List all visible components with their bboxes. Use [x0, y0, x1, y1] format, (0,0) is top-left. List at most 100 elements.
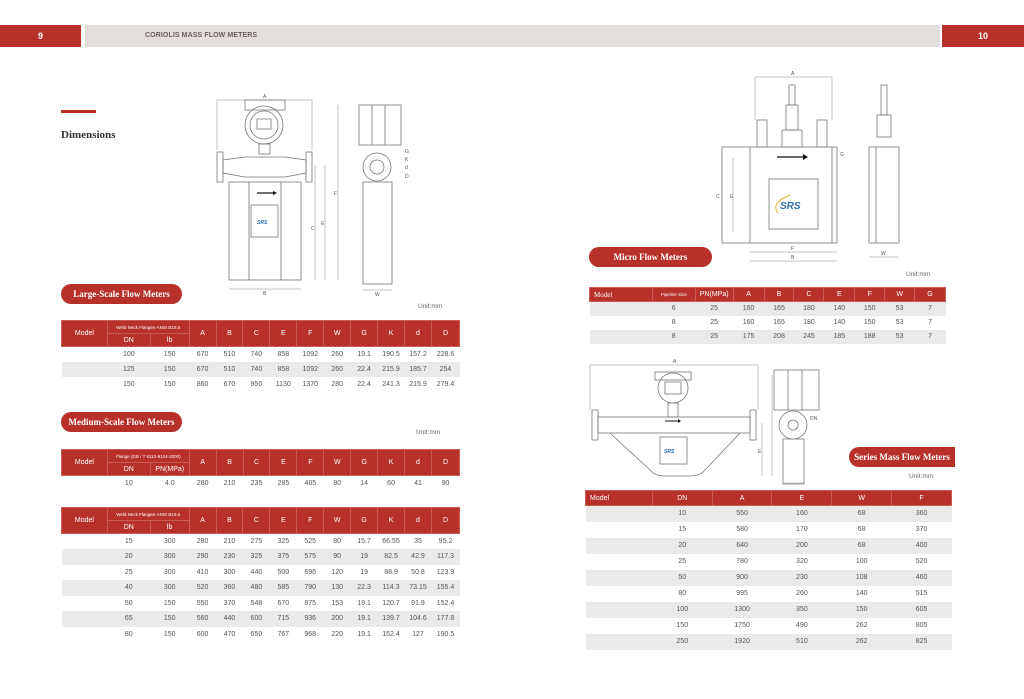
series-unit: Unit:mm: [909, 473, 934, 480]
table-cell: 68: [831, 505, 892, 522]
col-model: Model: [61, 320, 108, 347]
table-cell: 41: [414, 479, 422, 487]
table-cell: 290: [189, 549, 217, 565]
table-cell: 40: [107, 580, 151, 596]
column-header: lb: [149, 520, 190, 534]
table-cell: 325: [242, 549, 270, 565]
column-header: D: [430, 320, 461, 347]
table-cell: 300: [150, 580, 190, 596]
table-cell: 825: [891, 633, 952, 650]
table-cell: 53: [884, 329, 915, 344]
table-cell: 157.2: [409, 350, 427, 358]
table-cell: 104.6: [404, 611, 432, 627]
column-header: DN: [106, 333, 151, 347]
table-cell: [585, 601, 653, 618]
column-header: d: [404, 320, 432, 347]
table-cell: 177.8: [431, 611, 460, 627]
column-header: Pipeline Size: [651, 287, 696, 302]
table-cell: 300: [150, 549, 190, 565]
table-cell: 220: [331, 630, 343, 638]
table-cell: 7: [928, 319, 932, 326]
table-cell: 120: [331, 568, 343, 576]
table-cell: 25: [695, 301, 734, 316]
column-header: E: [771, 490, 833, 506]
table-cell: 500: [277, 568, 290, 576]
table-cell: 490: [796, 622, 808, 629]
table-cell: [62, 377, 108, 392]
column-header: W: [323, 320, 352, 347]
table-cell: 370: [223, 599, 236, 607]
table-cell: 400: [891, 537, 952, 554]
table-cell: 510: [216, 361, 243, 377]
table-cell: 510: [223, 350, 236, 358]
column-header: d: [404, 507, 432, 534]
svg-text:F: F: [334, 191, 337, 197]
table-cell: 640: [712, 537, 772, 554]
table-cell: 325: [277, 538, 290, 545]
table-cell: 790: [296, 580, 324, 596]
table-cell: 235: [250, 479, 263, 487]
table-cell: 66.55: [382, 538, 400, 545]
column-header: E: [269, 449, 298, 476]
svg-text:d: d: [405, 165, 408, 171]
column-header: Model: [585, 490, 653, 506]
table-cell: [586, 586, 653, 602]
table-cell: 260: [323, 361, 351, 377]
table-cell: 19.1: [357, 350, 371, 358]
table-cell: 91.9: [411, 599, 425, 607]
micro-flow-title: Micro Flow Meters: [589, 247, 712, 267]
table-cell: 600: [196, 630, 209, 638]
table-cell: 80: [333, 479, 342, 487]
table-cell: 140: [833, 319, 846, 326]
table-cell: 100: [122, 350, 135, 358]
table-cell: 210: [223, 479, 236, 487]
column-header: K: [377, 507, 406, 534]
table-cell: [586, 618, 653, 634]
table-cell: [590, 316, 653, 330]
table-cell: 210: [223, 538, 236, 545]
column-header: K: [377, 320, 406, 347]
column-header: Model: [61, 507, 108, 534]
table-cell: 190.5: [436, 630, 455, 638]
table-cell: 230: [216, 549, 243, 565]
table-cell: 150: [831, 601, 892, 618]
column-header: C: [793, 287, 825, 302]
table-cell: 740: [242, 361, 270, 377]
column-header: E: [269, 507, 298, 534]
table-cell: 188: [854, 329, 885, 344]
table-cell: 35: [414, 538, 422, 545]
table-cell: 575: [296, 549, 324, 565]
table-cell: [61, 611, 108, 627]
column-header: F: [296, 507, 325, 534]
table-cell: [585, 505, 653, 522]
table-cell: 600: [242, 611, 270, 627]
table-cell: 550: [712, 505, 772, 522]
table-cell: 53: [884, 301, 915, 316]
column-header: Model: [61, 449, 108, 476]
table-cell: 215.9: [409, 380, 427, 388]
table-cell: 50.8: [411, 568, 425, 576]
table-cell: 7: [914, 329, 946, 344]
table-cell: 80: [124, 630, 133, 638]
header-band: CORIOLIS MASS FLOW METERS: [85, 25, 940, 47]
table-cell: 936: [296, 611, 324, 627]
column-header: Weld Neck Flanges-ANSI B16.5: [106, 507, 190, 521]
table-cell: 150: [863, 319, 876, 326]
table-cell: 50: [652, 569, 713, 586]
table-cell: 160: [742, 319, 755, 326]
right-page-number: 10: [942, 25, 1024, 47]
table-cell: 254: [431, 361, 460, 377]
table-cell: 120.7: [382, 599, 400, 607]
svg-text:C: C: [716, 194, 720, 200]
table-cell: 740: [250, 350, 263, 358]
column-header: Flange (GB / T 9112-9124-2000): [106, 449, 190, 463]
table-cell: 1920: [712, 633, 772, 650]
